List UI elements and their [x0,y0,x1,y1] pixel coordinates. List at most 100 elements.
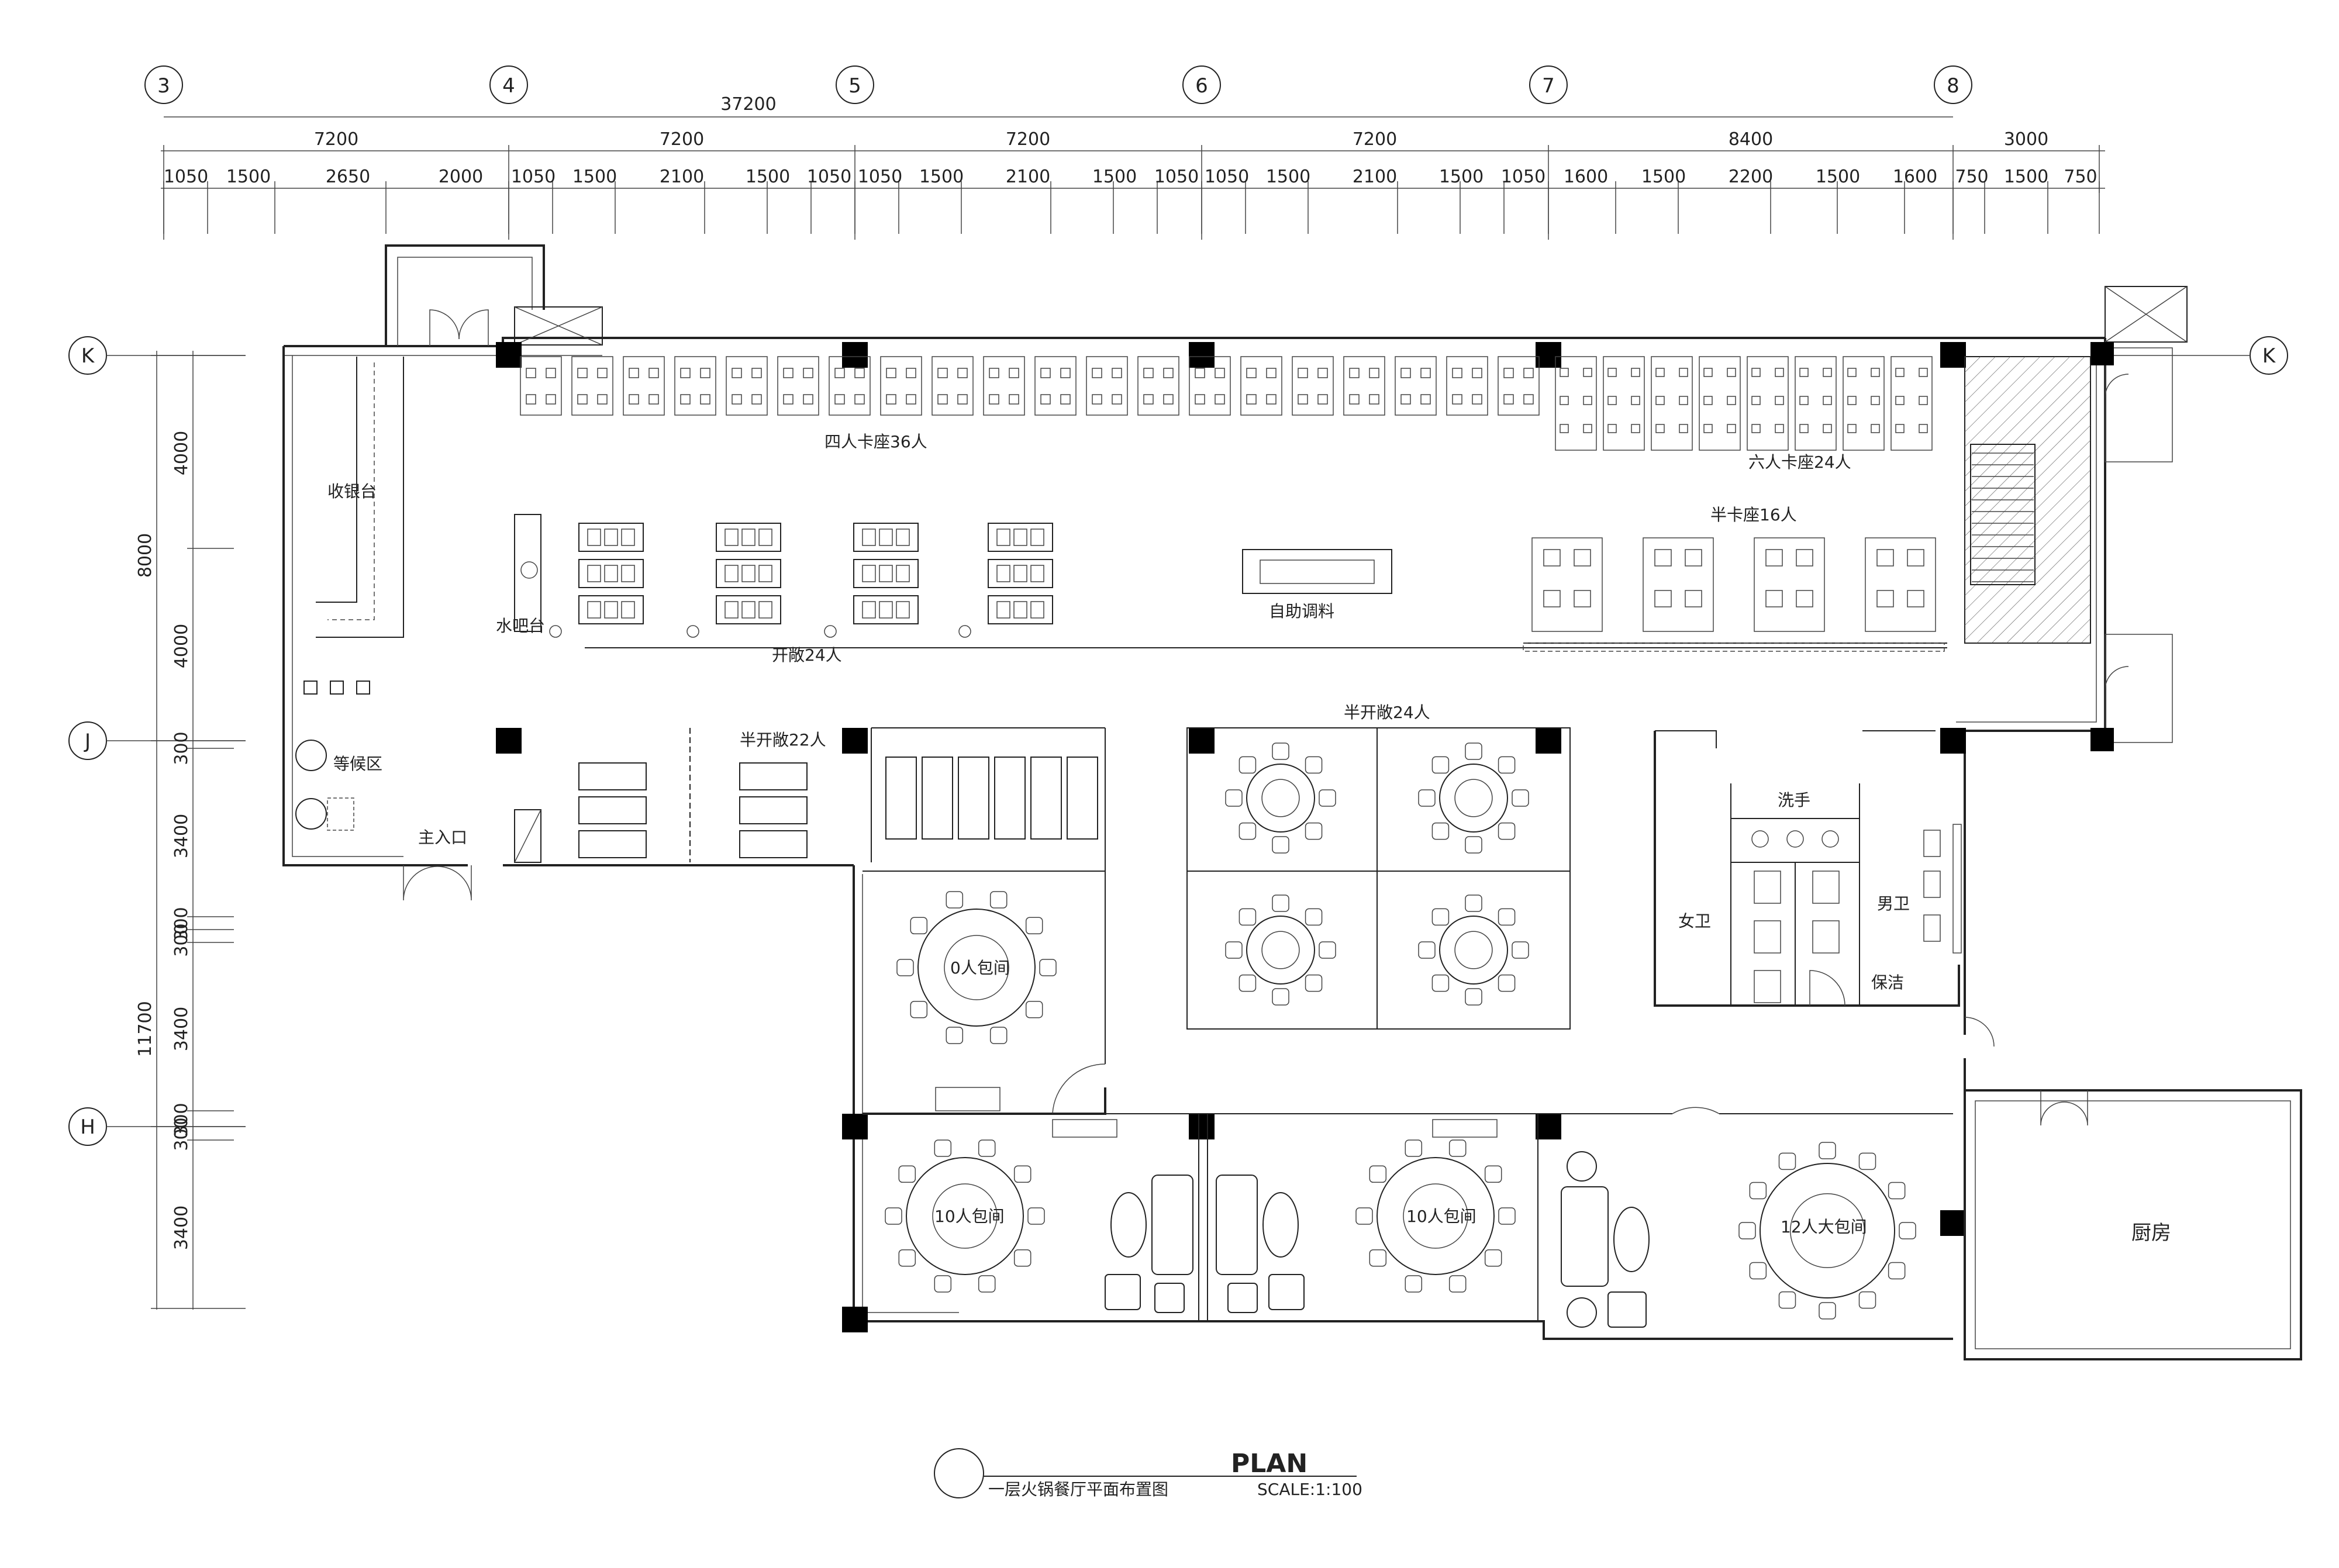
svg-text:等候区: 等候区 [333,754,382,773]
chair [1030,601,1044,619]
booth-seat [546,368,556,378]
dimension-left: 8000 4000 4000 11700 300 3400 300 300 34… [135,351,246,1310]
chair [1272,988,1289,1006]
chair [879,565,893,582]
staircase [1964,356,2091,644]
booth-seat [1631,396,1640,405]
open-dining-tables [549,523,1053,638]
booth-table [1395,356,1437,416]
booth-seat [1543,549,1561,567]
dining-table [885,757,917,840]
svg-text:1500: 1500 [226,167,271,187]
booth-table [1699,356,1741,451]
booth-seat [1317,368,1328,378]
chair [934,1275,952,1293]
chair [758,601,772,619]
booth-seat [1823,368,1832,377]
booth-table [1498,356,1540,416]
chair [741,529,755,546]
booth-seat [1317,394,1328,405]
interior-partitions [585,643,1953,1321]
booth-seat [1679,368,1688,377]
chair [725,565,739,582]
planter [824,625,837,638]
booth-seat [1799,424,1809,433]
booth-seat [1876,590,1894,607]
dimension-spans: 7200 7200 7200 7200 8400 3000 [161,129,2105,240]
svg-text:J: J [84,730,91,753]
chair [1498,1207,1516,1225]
grid-axis-4: 4 [489,65,528,104]
chair [1013,565,1027,582]
grid-axis-H-left: H [68,1107,246,1146]
booth-seat [1919,396,1928,405]
half-booth [1643,537,1714,632]
booth-seat [577,394,588,405]
chair [1418,789,1436,807]
booth-seat [1349,368,1360,378]
chair [989,891,1008,909]
chair [1512,941,1529,959]
booth-seat [1823,424,1832,433]
booth-table [1651,356,1693,451]
svg-text:保洁: 保洁 [1871,973,1904,992]
svg-text:H: H [80,1115,95,1139]
dining-table [578,830,647,858]
chair [725,529,739,546]
chair [1858,1152,1876,1170]
chair [1319,941,1336,959]
svg-text:300: 300 [171,1103,192,1136]
booth-seat [526,368,536,378]
booth-seat [1215,368,1225,378]
dimension-overall: 37200 [164,94,1953,118]
chair [758,529,772,546]
booth-seat [1679,424,1688,433]
booth-seat [1765,590,1783,607]
svg-text:1500: 1500 [572,167,617,187]
half-booth [1754,537,1825,632]
booth-seat [1163,368,1174,378]
booth-seat [1523,368,1534,378]
chair [1465,894,1482,912]
booth-seat [1266,368,1277,378]
chair [604,529,618,546]
booth-table [1292,356,1334,416]
chair [1319,789,1336,807]
chair [1819,1302,1836,1320]
booth-seat [1607,368,1617,377]
booth-seat [1195,394,1205,405]
booth-table [1034,356,1077,416]
chair [896,959,914,976]
booth-seat [1871,424,1880,433]
label-semi-open-24: 半开敞24人 [1344,703,1430,722]
booth-seat [1112,368,1122,378]
booth-seat [783,368,794,378]
chair [898,1165,916,1183]
chair [1431,822,1450,840]
lazy-susan [1403,1183,1468,1249]
chair [1888,1182,1906,1200]
booth-table [1843,356,1885,451]
booth-seat [680,394,691,405]
booth-seat [1895,396,1905,405]
booth-seat [1543,590,1561,607]
booth-seat [1503,394,1514,405]
chair [1431,756,1450,774]
booth-seat [989,368,999,378]
booth-seat [1775,396,1784,405]
svg-text:7200: 7200 [1006,129,1050,150]
svg-text:1500: 1500 [1092,167,1137,187]
booth-seat [1847,396,1857,405]
chair [1305,822,1323,840]
booth-seat [1400,368,1411,378]
grid-axis-6: 6 [1182,65,1221,104]
booth-seat [680,368,691,378]
lazy-susan [932,1183,998,1249]
booth-seat [1907,549,1924,567]
booth-seat [1703,368,1713,377]
chair [934,1139,952,1157]
round-table [1377,1157,1495,1275]
booth-seat [906,368,916,378]
label-open-24: 开敞24人 [772,645,842,665]
chair [898,1249,916,1267]
